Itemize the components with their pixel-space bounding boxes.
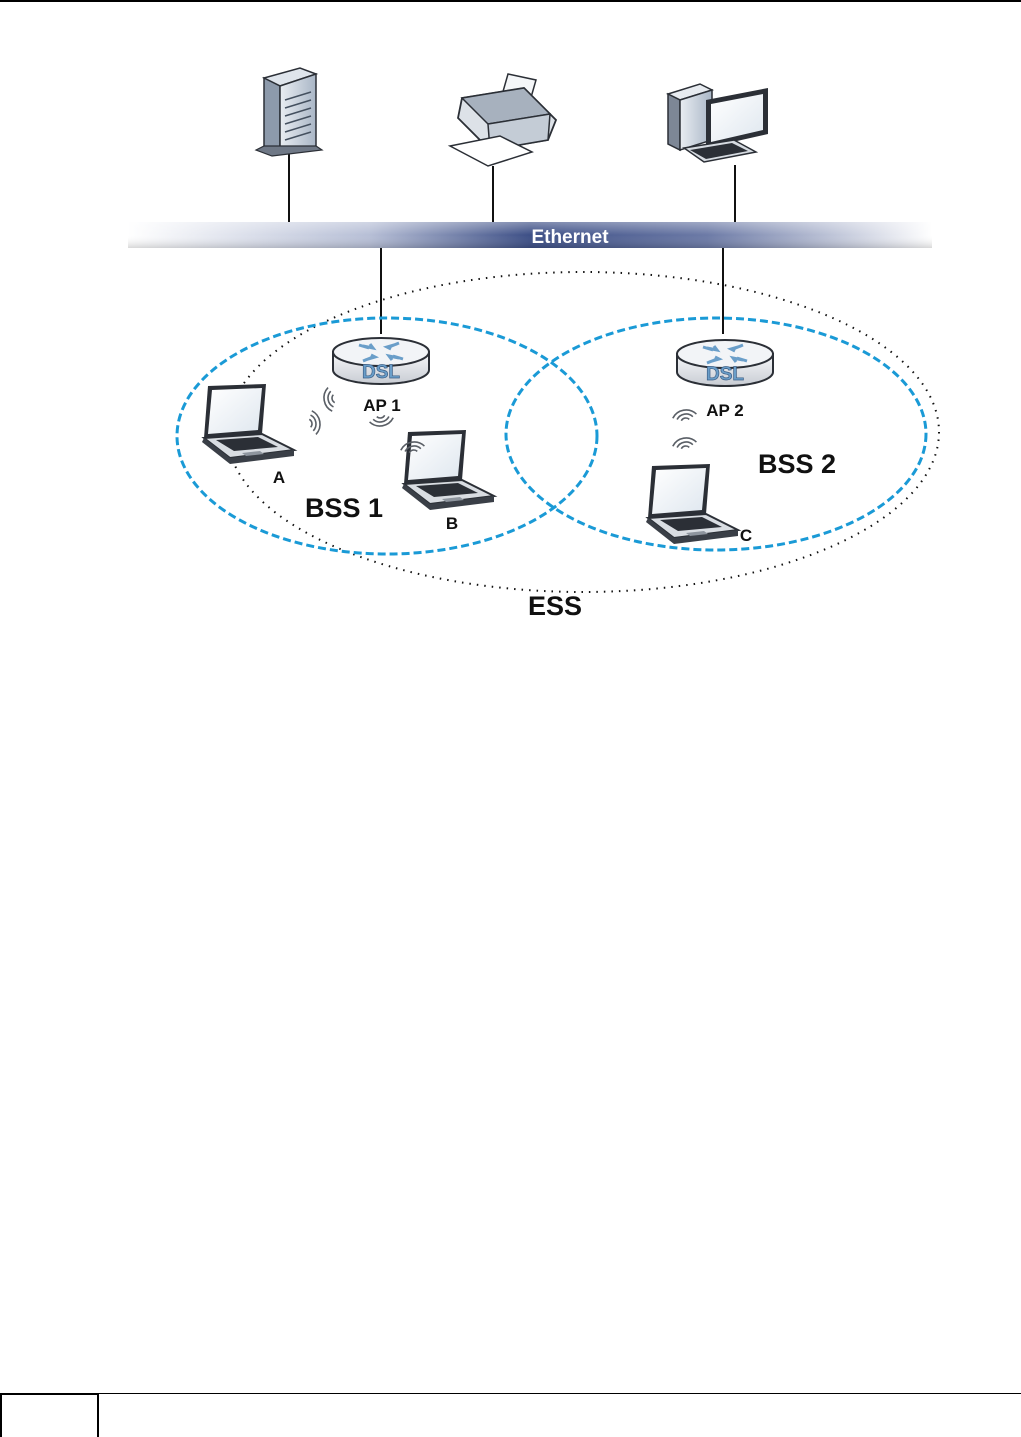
router-icon: DSL	[677, 340, 773, 386]
page-number-box	[0, 1393, 99, 1437]
laptop-icon	[646, 464, 738, 544]
desktop-computer-icon	[668, 84, 768, 162]
ess-label: ESS	[528, 591, 582, 621]
printer-icon	[450, 74, 556, 166]
ap1-dsl-badge: DSL	[362, 362, 400, 383]
laptop-b-label: B	[446, 514, 458, 533]
ap2-dsl-badge: DSL	[706, 364, 744, 385]
wireless-signal-icon	[322, 387, 336, 412]
bss2-label: BSS 2	[758, 449, 836, 479]
ap1-label: AP 1	[363, 396, 401, 415]
laptop-c-label: C	[740, 526, 752, 545]
wireless-signal-icon	[308, 410, 322, 435]
ap2-label: AP 2	[706, 401, 744, 420]
ess-boundary	[227, 272, 939, 592]
router-icon: DSL	[333, 338, 429, 384]
bss1-label: BSS 1	[305, 493, 383, 523]
server-icon	[256, 68, 322, 156]
ess-network-diagram: Ethernet	[0, 0, 1021, 640]
wireless-signal-icon	[672, 408, 697, 422]
laptop-icon	[202, 384, 294, 464]
laptop-a-label: A	[273, 468, 285, 487]
wireless-signal-icon	[672, 436, 697, 450]
footer-rule	[99, 1393, 1021, 1394]
ethernet-label: Ethernet	[531, 227, 609, 248]
wireless-signal-icon	[369, 414, 394, 428]
